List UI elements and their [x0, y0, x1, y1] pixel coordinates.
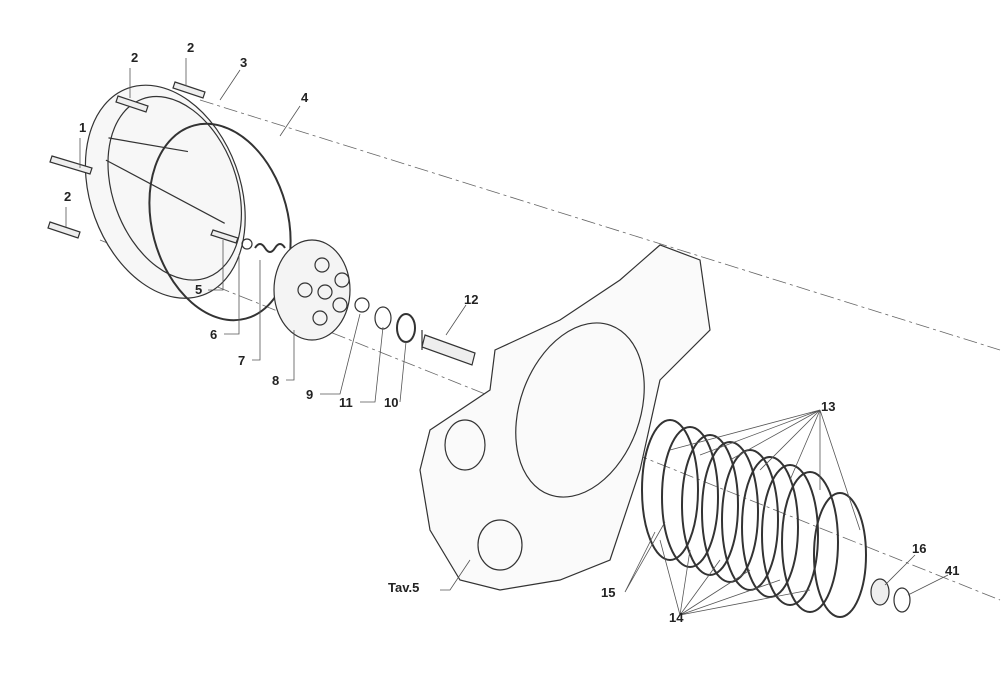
callout-13: 13 [821, 399, 836, 414]
callout-16: 16 [912, 541, 927, 556]
washer-11 [374, 306, 392, 330]
callout-8: 8 [272, 373, 280, 388]
callout-6: 6 [210, 327, 218, 342]
pushrod-12 [421, 330, 476, 366]
bolt-5 [210, 229, 239, 244]
callout-4: 4 [301, 90, 309, 105]
callout-2: 2 [187, 40, 195, 55]
bolt-2-top [115, 95, 149, 113]
callout-tav-5: Tav.5 [388, 580, 420, 595]
nut-16 [870, 578, 890, 606]
leader-lines [65, 58, 949, 616]
callout-7: 7 [238, 353, 246, 368]
spring-7 [254, 243, 286, 253]
callout-14: 14 [669, 610, 684, 625]
bolt-2-upper [172, 81, 206, 99]
clutch-plates [641, 419, 867, 618]
crankcase-half [419, 244, 711, 591]
circlip-9 [354, 297, 370, 313]
callout-1: 1 [79, 120, 87, 135]
callout-15: 15 [601, 585, 616, 600]
gasket [148, 122, 292, 322]
callout-9: 9 [306, 387, 314, 402]
callout-2: 2 [64, 189, 72, 204]
callout-10: 10 [384, 395, 399, 410]
bolts [47, 81, 239, 244]
bolt-1 [49, 155, 93, 175]
bolt-2-lower [47, 221, 81, 239]
bearing-10 [396, 313, 416, 343]
callout-3: 3 [240, 55, 248, 70]
callout-41: 41 [945, 563, 960, 578]
callout-11: 11 [339, 395, 353, 410]
washer-6 [241, 238, 253, 250]
pressure-plate-8 [273, 239, 351, 341]
clutch-cover [84, 84, 246, 299]
callout-5: 5 [195, 282, 203, 297]
callout-2: 2 [131, 50, 139, 65]
lock-washer-41 [893, 587, 911, 613]
callout-12: 12 [464, 292, 479, 307]
